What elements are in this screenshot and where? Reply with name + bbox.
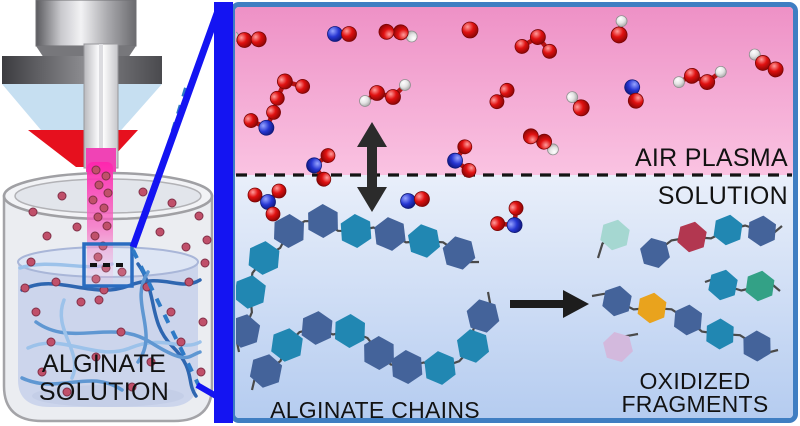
beaker-label-line2: SOLUTION (38, 378, 170, 406)
plasma-jet-device (2, 0, 162, 172)
beaker-label: ALGINATE SOLUTION (14, 350, 194, 406)
air-plasma-label: AIR PLASMA (634, 144, 788, 172)
oxidized-fragments-line2: FRAGMENTS (621, 391, 769, 417)
magnified-view-panel (230, 2, 798, 423)
beaker-label-line1: ALGINATE (41, 350, 167, 378)
plasma-jet-beam (87, 162, 113, 292)
alginate-chains-label: ALGINATE CHAINS (270, 397, 480, 423)
oxidized-fragments-line1: OXIDIZED (639, 368, 751, 394)
zoom-dashed-line (131, 87, 202, 389)
oxidized-fragments-label: OXIDIZED FRAGMENTS (592, 370, 798, 416)
solution-label: SOLUTION (657, 182, 788, 210)
sample-region-box (82, 242, 134, 288)
